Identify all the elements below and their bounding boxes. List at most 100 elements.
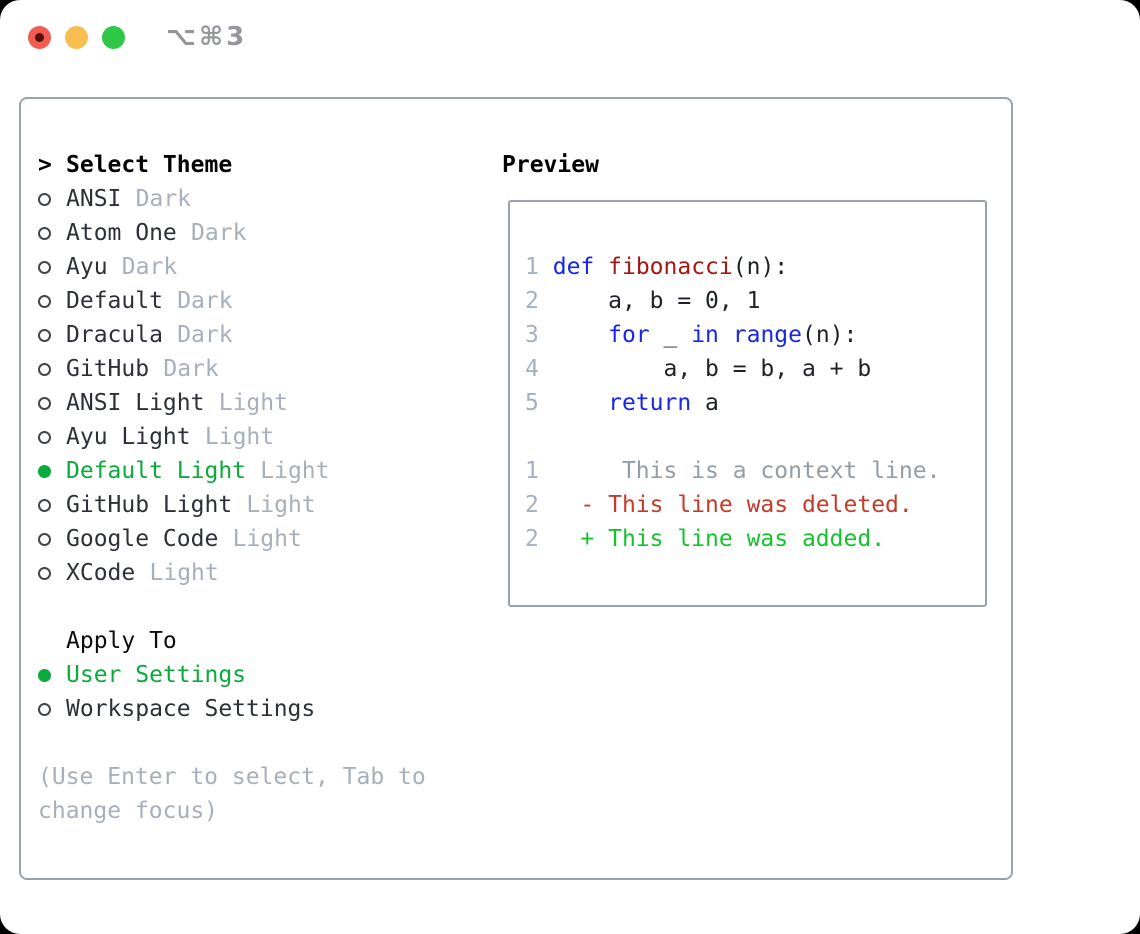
theme-option-variant: Dark [135,186,192,212]
code-segment: range [732,322,803,348]
radio-icon [38,396,51,410]
spacer-row [38,726,470,760]
radio-icon [38,702,51,716]
theme-option-variant: Light [204,424,275,450]
code-line: 3 for _ in range(n): [525,318,985,352]
code-segment: (n): [732,254,789,280]
record-dot-icon [35,33,44,42]
zoom-button[interactable] [102,26,125,49]
minimize-button[interactable] [65,26,88,49]
code-line: 2 a, b = 0, 1 [525,284,985,318]
code-segment: + This line was added. [538,526,886,552]
window-shortcut-label: ⌥⌘3 [166,22,248,52]
apply-option[interactable]: User Settings [38,658,470,692]
apply-to-title: Apply To [66,628,177,654]
code-segment: fibonacci [608,254,733,280]
theme-option-variant: Light [246,492,316,518]
line-number: 3 [525,322,539,348]
code-line: 2 - This line was deleted. [525,488,985,522]
code-segment [539,254,553,280]
code-segment: def [552,254,595,280]
theme-option-label: Google Code [66,526,219,552]
panel-title: Select Theme [66,152,233,178]
theme-option[interactable]: Google Code Light [38,522,470,556]
radio-icon [38,294,51,308]
code-segment: This is a context line. [538,458,941,484]
radio-icon [38,430,51,444]
code-segment: a, b = 0, 1 [538,288,761,314]
theme-option-label: ANSI [66,186,122,212]
code-line: 5 return a [525,386,985,420]
radio-icon [38,532,51,546]
radio-icon [38,362,51,376]
code-segment [539,322,608,348]
radio-icon [38,328,51,342]
window-controls [28,26,125,49]
theme-option[interactable]: XCode Light [38,556,470,590]
line-number: 1 [525,458,539,484]
theme-option[interactable]: Default Dark [38,284,470,318]
theme-option-label: Default Light [66,458,247,484]
radio-selected-icon [38,668,51,682]
code-segment: _ [649,322,692,348]
radio-icon [38,498,51,512]
code-line: 1 def fibonacci(n): [525,250,985,284]
theme-option-variant: Light [149,560,219,586]
theme-option[interactable]: ANSI Dark [38,182,470,216]
line-number: 5 [525,390,539,416]
theme-option-label: GitHub Light [66,492,233,518]
apply-option[interactable]: Workspace Settings [38,692,470,726]
close-button[interactable] [28,26,51,49]
code-segment: (n): [802,322,858,348]
theme-option-variant: Dark [177,288,233,314]
line-number: 2 [525,492,539,518]
theme-option-variant: Light [218,390,288,416]
radio-icon [38,192,51,206]
code-segment: - This line was deleted. [538,492,913,518]
theme-option-label: Default [66,288,163,314]
radio-icon [38,566,51,580]
spacer-row [38,590,470,624]
theme-option-variant: Dark [177,322,233,348]
theme-option-variant: Dark [191,220,247,246]
radio-selected-icon [38,464,51,478]
theme-option-variant: Light [260,458,330,484]
theme-option[interactable]: Ayu Dark [38,250,470,284]
code-segment: for [608,322,650,348]
line-number: 2 [525,526,539,552]
code-line [525,420,985,454]
code-segment: in [691,322,719,348]
code-line: 4 a, b = b, a + b [525,352,985,386]
apply-to-header-row: Apply To [38,624,470,658]
theme-option[interactable]: GitHub Light Light [38,488,470,522]
theme-option-variant: Dark [121,254,178,280]
code-segment [719,322,733,348]
theme-option-label: Ayu [66,254,108,280]
code-segment: a [691,390,719,416]
code-segment [539,390,608,416]
line-number: 1 [525,254,539,280]
apply-option-label: Workspace Settings [66,696,316,722]
theme-option-label: Atom One [66,220,177,246]
line-number: 4 [525,356,539,382]
keyboard-hint: (Use Enter to select, Tab to change focu… [38,764,426,824]
theme-option[interactable]: Default Light Light [38,454,470,488]
theme-option[interactable]: Atom One Dark [38,216,470,250]
theme-option-variant: Light [232,526,302,552]
panel-header-row: > Select Theme [38,148,470,182]
theme-option-variant: Dark [163,356,219,382]
theme-option-label: XCode [66,560,136,586]
selection-arrow-icon: > [38,152,52,178]
code-segment: return [608,390,692,416]
code-line: 1 This is a context line. [525,454,985,488]
